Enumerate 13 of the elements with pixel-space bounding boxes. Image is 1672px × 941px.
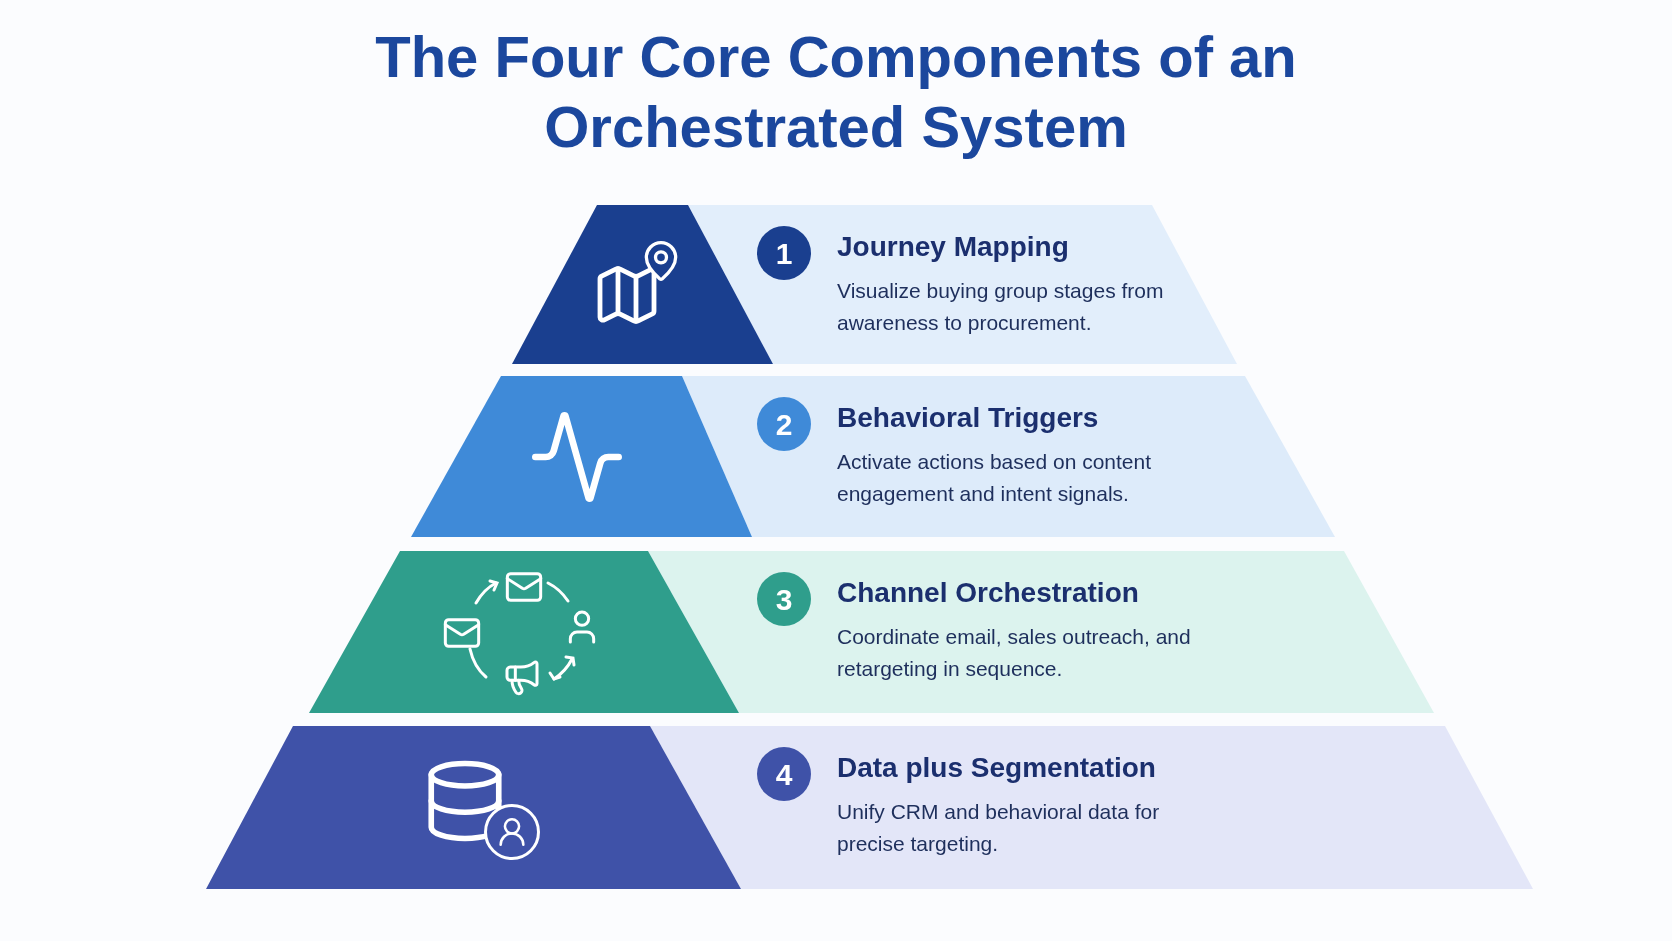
pyramid-tier	[411, 376, 1335, 537]
tier-description: Coordinate email, sales outreach, and retargeting in sequence.	[837, 624, 1192, 682]
title: The Four Core Components of an Orchestrated System	[374, 23, 1298, 161]
tier-heading: Channel Orchestration	[837, 576, 1140, 610]
tier-description: Activate actions based on content engagement and intent signals.	[837, 449, 1153, 507]
tier-heading: Data plus Segmentation	[837, 751, 1157, 785]
tier-description: Visualize buying group stages from awareness to procurement.	[837, 278, 1165, 336]
pyramid-tier	[206, 726, 1533, 889]
tier-heading: Behavioral Triggers	[837, 401, 1100, 435]
pyramid-tier	[512, 205, 1237, 364]
tier-heading: Journey Mapping	[837, 230, 1070, 264]
pyramid-tier	[309, 551, 1434, 713]
tier-description: Unify CRM and behavioral data for precise targeting.	[837, 799, 1161, 857]
